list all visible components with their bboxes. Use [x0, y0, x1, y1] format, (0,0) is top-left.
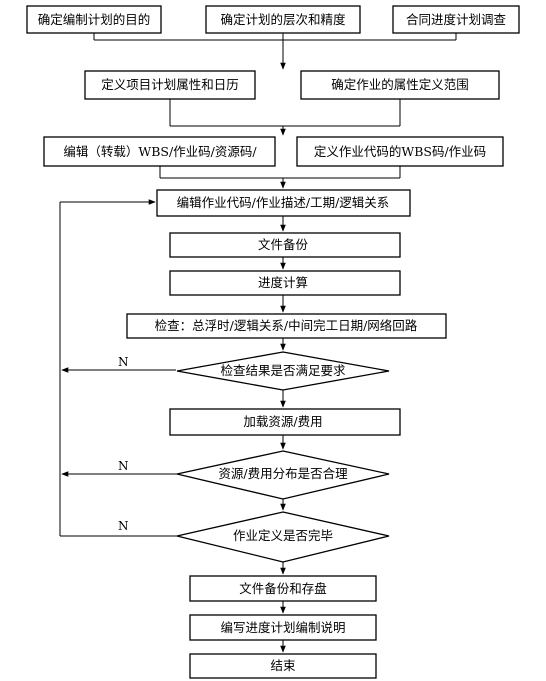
- node-define-codes-label: 定义作业代码的WBS码/作业码: [314, 144, 486, 159]
- node-project-attr-label: 定义项目计划属性和日历: [101, 77, 239, 92]
- node-contract: 合同进度计划调查: [392, 5, 520, 34]
- node-activity-attr-label: 确定作业的属性定义范围: [331, 77, 469, 92]
- decision-check-ok: 检查结果是否满足要求: [176, 351, 390, 391]
- node-backup-save-label: 文件备份和存盘: [239, 581, 327, 596]
- node-load-res: 加载资源/费用: [169, 408, 401, 436]
- decision-res-ok: 资源/费用分布是否合理: [176, 450, 390, 500]
- node-write-notes-label: 编写进度计划编制说明: [220, 620, 345, 635]
- connectors: [59, 33, 457, 653]
- node-goal: 确定编制计划的目的: [26, 5, 162, 34]
- node-level: 确定计划的层次和精度: [205, 5, 361, 34]
- loop-label-defined: N: [118, 519, 129, 533]
- decision-all-defined: 作业定义是否完毕: [176, 511, 390, 563]
- node-backup-save: 文件备份和存盘: [189, 575, 377, 602]
- loop-label-resource: N: [118, 459, 129, 473]
- loop-label-check: N: [118, 355, 129, 369]
- node-edit-wbs: 编辑（转载）WBS/作业码/资源码/: [43, 136, 276, 167]
- node-level-label: 确定计划的层次和精度: [220, 12, 346, 27]
- node-define-codes: 定义作业代码的WBS码/作业码: [296, 136, 504, 167]
- node-activity-attr: 确定作业的属性定义范围: [300, 70, 500, 100]
- node-check: 检查：总浮时/逻辑关系/中间完工日期/网络回路: [126, 313, 447, 339]
- node-write-notes: 编写进度计划编制说明: [189, 614, 377, 641]
- node-backup-label: 文件备份: [258, 237, 309, 252]
- node-edit-wbs-label: 编辑（转载）WBS/作业码/资源码/: [63, 144, 257, 159]
- node-backup: 文件备份: [169, 232, 401, 258]
- node-contract-label: 合同进度计划调查: [406, 12, 507, 27]
- node-load-res-label: 加载资源/费用: [243, 414, 322, 429]
- node-schedule-label: 进度计算: [258, 275, 308, 290]
- node-end: 结束: [189, 653, 377, 679]
- node-schedule: 进度计算: [169, 270, 401, 296]
- decision-check-ok-label: 检查结果是否满足要求: [220, 363, 346, 378]
- node-edit-activity-label: 编辑作业代码/作业描述/工期/逻辑关系: [177, 195, 390, 210]
- node-check-label: 检查：总浮时/逻辑关系/中间完工日期/网络回路: [155, 318, 418, 333]
- decision-all-defined-label: 作业定义是否完毕: [233, 528, 333, 543]
- node-end-label: 结束: [270, 658, 296, 673]
- node-project-attr: 定义项目计划属性和日历: [84, 70, 256, 100]
- node-goal-label: 确定编制计划的目的: [38, 12, 151, 27]
- node-edit-activity: 编辑作业代码/作业描述/工期/逻辑关系: [156, 189, 411, 217]
- decision-res-ok-label: 资源/费用分布是否合理: [218, 466, 348, 481]
